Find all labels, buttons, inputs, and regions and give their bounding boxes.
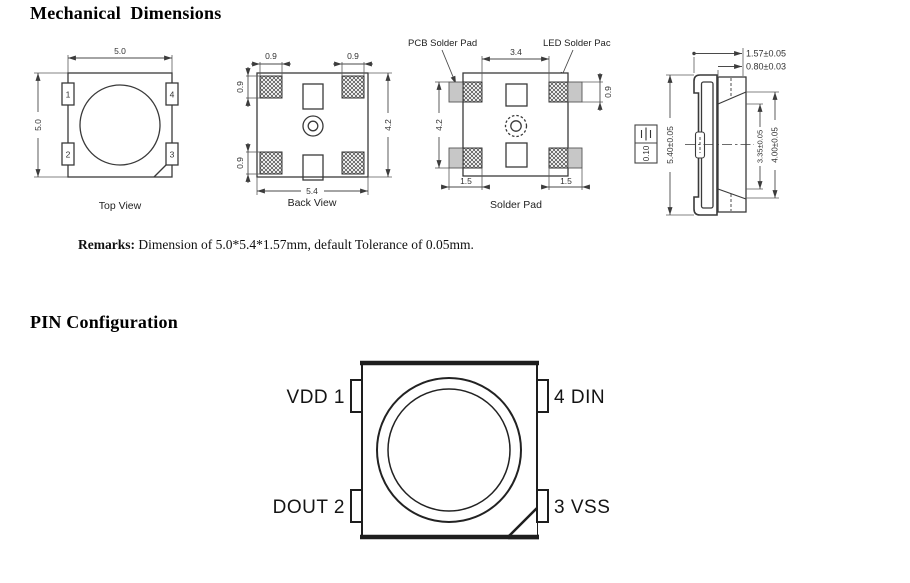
remarks-label: Remarks: [78,237,135,252]
top-view-pin1-number: 1 [66,90,71,100]
back-view-pad-height-dim-upper: 0.9 [235,81,245,93]
side-view-outer-dim: 4.00±0.05 [771,127,780,163]
led-pad-tr [548,81,569,103]
back-view-pad-width-dim-right: 0.9 [347,51,359,61]
top-view-caption: Top View [99,200,142,212]
side-view-lens-profile [693,74,718,216]
back-view-thermal-pad-inner [307,120,319,132]
mechanical-dimensions-heading: Mechanical Dimensions [30,3,222,23]
top-view-pin4-tab [165,82,179,106]
back-view-slot-top [302,83,324,110]
back-view-height-dim: 4.2 [383,119,393,131]
top-view-width-dim: 5.0 [114,46,126,56]
pcb-solder-pad-label: PCB Solder Pad [408,38,477,49]
top-view-pin3-number: 3 [170,150,175,160]
pin3-label: 3 VSS [554,497,610,518]
back-view-pad-tr [341,75,365,99]
pin-config-lens-outer [376,377,522,523]
back-view-pad-width-dim-left: 0.9 [265,51,277,61]
solder-pad-pitch-dim-right: 1.5 [560,176,572,186]
top-view-pin2-number: 2 [66,150,71,160]
top-view-package-outline [67,72,173,178]
solder-pad-slot-bottom [505,142,528,168]
led-pad-tl [462,81,483,103]
pin1-label: VDD 1 [287,387,345,408]
back-view-pad-height-dim-lower: 0.9 [235,157,245,169]
pin-configuration-heading: PIN Configuration [30,312,178,332]
pin-configuration-diagram: VDD 1 DOUT 2 4 DIN 3 VSS [273,360,610,540]
solder-pad-center-outer [504,114,528,138]
back-view-slot-bottom [302,154,324,181]
solder-pad-span-dim: 3.4 [510,47,522,57]
side-view-total-thickness-dim: 1.57±0.05 [746,49,786,59]
remarks-text: Dimension of 5.0*5.4*1.57mm, default Tol… [135,237,474,252]
side-view-body-thickness-dim: 0.80±0.03 [746,62,786,72]
mechanical-drawings: 5.0 5.0 1 2 4 3 Top View [33,38,786,216]
pin2-label: DOUT 2 [273,497,345,518]
led-pad-br [548,147,569,169]
top-view-pin3-tab [165,142,179,166]
pcb-pad-tr [567,81,583,103]
top-view-pin4-number: 4 [170,90,175,100]
pcb-pad-tl [448,81,464,103]
led-solder-pad-label: LED Solder Pac [543,38,611,49]
top-view-drawing: 5.0 5.0 1 2 4 3 Top View [33,46,179,212]
remarks-line: Remarks: Dimension of 5.0*5.4*1.57mm, de… [78,237,474,253]
side-view-height-dim: 5.40±0.05 [665,126,675,164]
parallelism-symbol-icon [640,127,652,141]
pcb-pad-br [567,147,583,169]
top-view-lens [79,84,161,166]
back-view-drawing: 0.9 0.9 0.9 0.9 5.4 [235,51,393,209]
back-view-pad-bl [259,151,283,175]
pin2-tab [350,489,363,523]
pin4-label: 4 DIN [554,387,605,408]
pin3-tab [536,489,549,523]
flatness-value: 0.10 [642,145,651,161]
solder-pad-height-dim: 4.2 [434,119,444,131]
solder-pad-caption: Solder Pad [490,199,542,211]
led-pad-bl [462,147,483,169]
pin-config-chamfer [507,507,538,538]
back-view-caption: Back View [288,197,337,209]
pin-config-lens-inner [387,388,511,512]
back-view-pad-br [341,151,365,175]
top-view-height-dim: 5.0 [33,119,43,131]
pin1-tab [350,379,363,413]
flatness-control-frame [634,124,658,164]
top-view-pin1-tab [61,82,75,106]
side-view-drawing: 0.10 5.40±0.05 1.57±0.05 0.80±0.03 [634,48,786,216]
pin4-tab [536,379,549,413]
solder-pad-drawing: PCB Solder Pad LED Solder Pac 3.4 [408,38,613,211]
solder-pad-side-dim: 0.9 [603,86,613,98]
side-view-inner-dim: 3.35±0.05 [756,130,765,163]
pcb-pad-bl [448,147,464,169]
back-view-width-dim: 5.4 [306,186,318,196]
back-view-pad-tl [259,75,283,99]
back-view-thermal-pad-outer [302,115,324,137]
pcb-pad-leader-arrow [441,49,457,85]
top-view-pin2-tab [61,142,75,166]
solder-pad-slot-top [505,83,528,107]
solder-pad-center-inner [510,120,522,132]
solder-pad-pitch-dim-left: 1.5 [460,176,472,186]
